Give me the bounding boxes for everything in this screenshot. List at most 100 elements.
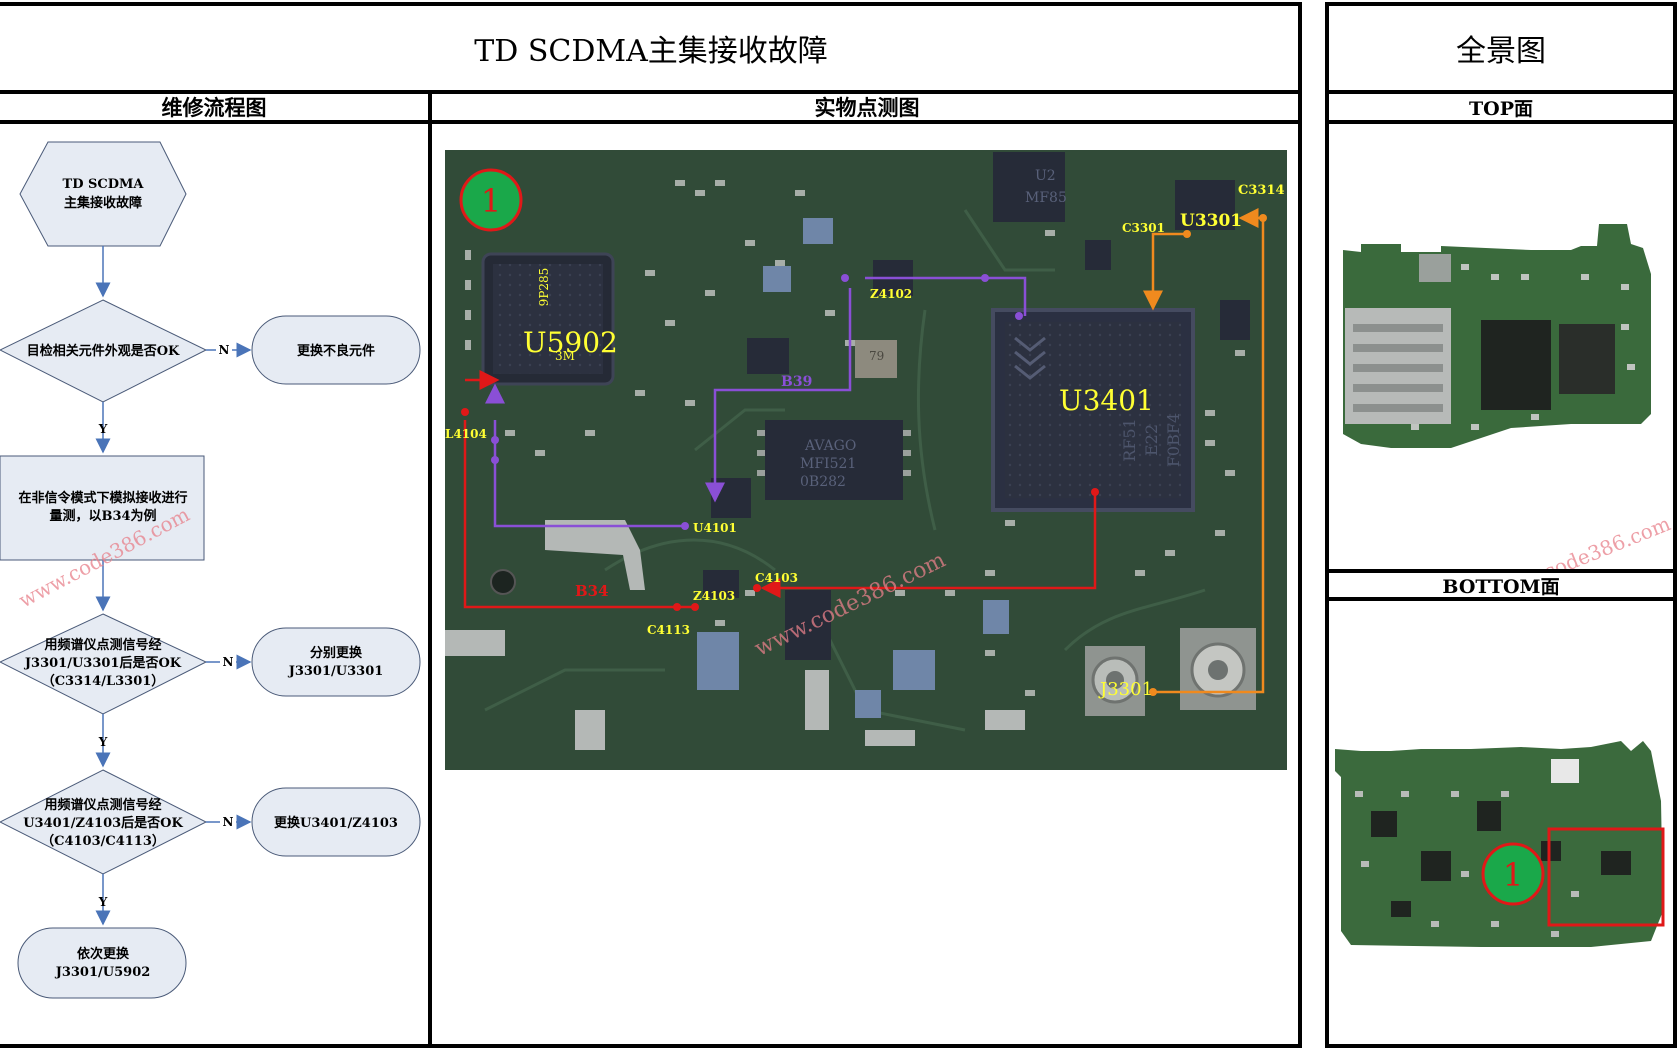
flow-start-line-1: TD SCDMA	[63, 177, 145, 192]
flow-decision-visual-check: 目检相关元件外观是否OK	[0, 299, 208, 403]
chip-u2: U2 MF85	[993, 152, 1067, 222]
column-divider	[428, 92, 432, 1046]
flow-decision-1-text: 目检相关元件外观是否OK	[27, 343, 180, 359]
flow-action-3-text: 更换U3401/Z4103	[274, 815, 398, 831]
component-79-marking: 79	[869, 349, 884, 363]
flow-end-terminator: 依次更换 J3301/U5902	[17, 927, 187, 999]
flow-no-label-2: N	[223, 655, 234, 669]
flow-decision-3-line-1: 用频谱仪点测信号经	[43, 797, 161, 813]
flow-start-hexagon: TD SCDMA 主集接收故障	[19, 141, 187, 247]
label-u4101: U4101	[693, 521, 737, 535]
flow-action-1-text: 更换不良元件	[297, 343, 375, 359]
top-bottom-divider-1	[1327, 569, 1675, 573]
watermark-top: www.code386.com	[1489, 511, 1674, 569]
signal-points-b39	[491, 274, 1023, 530]
subheader-divider-right	[1327, 120, 1675, 124]
flow-action-replace-j3301: 分别更换 J3301/U3301	[251, 627, 421, 697]
location-marker-photo-number: 1	[481, 182, 501, 220]
pcb-mounting-hole	[490, 569, 516, 595]
location-marker-overview-number: 1	[1503, 856, 1523, 894]
bottom-side-board-overview: 1	[1335, 741, 1665, 947]
label-c4113: C4113	[647, 623, 690, 637]
top-board-chip-2	[1559, 324, 1615, 394]
subheader-divider-left	[0, 120, 1302, 124]
flow-process-line-1: 在非信令模式下模拟接收进行	[18, 490, 187, 506]
flow-process-line-2: 量测，以B34为例	[49, 508, 156, 524]
connector-antenna-2	[1180, 628, 1256, 710]
label-c3301: C3301	[1122, 221, 1165, 235]
flow-decision-3-line-2: U3401/Z4103后是否OK	[23, 815, 183, 831]
flow-decision-2-line-1: 用频谱仪点测信号经	[43, 637, 161, 653]
flow-action-replace-bad: 更换不良元件	[251, 315, 421, 385]
chip-u3401: RF51 E22 F0BF4	[991, 308, 1195, 512]
pcb-shield-tabs	[445, 520, 1025, 750]
avago-marking-2: MFI521	[800, 456, 856, 472]
overview-title: 全景图	[1456, 34, 1546, 69]
location-marker-overview: 1	[1481, 842, 1545, 906]
label-u5902: U5902	[523, 326, 618, 359]
header-divider-left	[0, 90, 1302, 94]
u5902-marking-1: 9P285	[537, 268, 551, 307]
signal-path-primary-rx	[1143, 208, 1265, 694]
flow-action-2-line-1: 分别更换	[310, 645, 363, 661]
bottom-board-pcb	[1335, 741, 1663, 947]
signal-points-primary-rx	[1149, 214, 1267, 696]
flow-no-label-1: N	[219, 343, 230, 357]
pcb-small-ics	[703, 180, 1250, 660]
u3401-marking-1: RF51	[1120, 418, 1139, 462]
label-u3401: U3401	[1059, 384, 1154, 417]
u3401-marking-2: E22	[1142, 424, 1161, 456]
u2-marking-1: U2	[1035, 168, 1056, 184]
label-c3314: C3314	[1238, 183, 1285, 198]
pcb-test-point-photo: 9P285 3M RF51 E22 F0BF4 AVAGO MFI521 0B2…	[445, 150, 1287, 770]
avago-marking-3: 0B282	[800, 474, 846, 490]
avago-marking-1: AVAGO	[804, 438, 856, 454]
flow-yes-label-3: Y	[98, 895, 108, 909]
chip-avago: AVAGO MFI521 0B282	[757, 420, 911, 500]
flow-start-line-2: 主集接收故障	[64, 195, 142, 211]
flowchart-column-header: 维修流程图	[161, 95, 267, 120]
signal-path-b34	[463, 370, 1097, 609]
top-board-chip-1	[1481, 320, 1551, 410]
signal-points-b34	[461, 408, 1099, 611]
signal-path-b39	[485, 276, 1027, 528]
flow-yes-label-1: Y	[98, 422, 108, 436]
top-side-header: TOP面	[1469, 97, 1533, 120]
label-c4103: C4103	[755, 571, 798, 585]
flow-decision-2-line-3: （C3314/L3301）	[42, 673, 165, 689]
flow-yes-label-2: Y	[98, 735, 108, 749]
flow-decision-j3301: 用频谱仪点测信号经 J3301/U3301后是否OK （C3314/L3301）	[0, 613, 208, 715]
flow-end-line-1: 依次更换	[77, 946, 130, 962]
u3401-marking-3: F0BF4	[1164, 413, 1183, 467]
flow-decision-3-line-3: （C4103/C4113）	[41, 833, 165, 849]
u2-marking-2: MF85	[1025, 190, 1067, 206]
flow-no-label-3: N	[223, 815, 234, 829]
label-b39: B39	[781, 374, 812, 390]
header-divider-right	[1327, 90, 1675, 94]
label-u3301: U3301	[1180, 211, 1242, 231]
label-l4104: L4104	[445, 427, 487, 441]
label-b34: B34	[575, 582, 609, 600]
label-z4103: Z4103	[693, 589, 735, 603]
top-bottom-divider-2	[1327, 597, 1675, 601]
label-j3301: J3301	[1098, 679, 1153, 700]
bottom-side-header: BOTTOM面	[1442, 575, 1560, 598]
page-title: TD SCDMA主集接收故障	[474, 34, 828, 69]
pcb-blue-components	[697, 218, 1009, 718]
u5902-marking-2: 3M	[555, 349, 575, 363]
chip-u5902: 9P285 3M	[481, 252, 615, 386]
left-panel-frame	[0, 2, 1302, 1048]
flow-action-2-line-2: J3301/U3301	[288, 664, 384, 679]
flow-decision-u3401: 用频谱仪点测信号经 U3401/Z4103后是否OK （C4103/C4113）	[0, 769, 208, 875]
flow-decision-2-line-2: J3301/U3301后是否OK	[24, 655, 182, 671]
bottom-board-highlight-box	[1547, 827, 1665, 927]
top-side-board-overview: www.code386.com	[1343, 224, 1674, 569]
right-panel-frame	[1325, 2, 1677, 1048]
connector-j3301	[1085, 646, 1145, 716]
bottom-board-qr-label	[1551, 759, 1579, 783]
component-79: 79	[855, 340, 897, 378]
label-z4102: Z4102	[870, 287, 912, 301]
top-board-connector	[1419, 254, 1451, 282]
repair-flowchart: TD SCDMA 主集接收故障 目检相关元件外观是否OK N 更换不良元件 Y …	[0, 141, 421, 999]
flow-end-line-2: J3301/U5902	[55, 965, 151, 980]
